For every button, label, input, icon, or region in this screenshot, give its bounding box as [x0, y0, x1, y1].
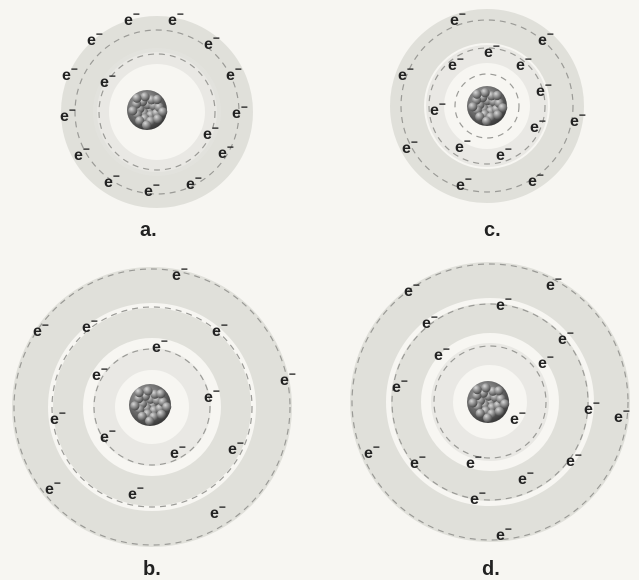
atom-a-nucleus [127, 90, 167, 130]
nucleon [141, 92, 150, 101]
nucleon [135, 388, 144, 397]
nucleon [495, 407, 504, 416]
nucleon [158, 107, 167, 116]
nucleon [483, 413, 492, 422]
nucleon [157, 410, 166, 419]
nucleon [481, 383, 490, 392]
nucleon [482, 117, 491, 126]
atom-c: e− e− e− e− e− e− e− e− e− e− e− e− e− e… [398, 7, 586, 241]
nucleon [472, 90, 481, 99]
nucleon [156, 389, 165, 398]
atom-c-nucleus [467, 86, 507, 126]
atom-b: e− e− e− e− e− e− e− e− e− e− e− e− e− e… [14, 262, 296, 580]
nucleon [498, 103, 507, 112]
nucleon [493, 91, 502, 100]
atom-d-nucleus [467, 381, 509, 423]
nucleon [130, 401, 139, 410]
atom-b-nucleus [129, 384, 171, 426]
nucleon [142, 121, 151, 130]
nucleon [132, 94, 141, 103]
nucleon [153, 95, 162, 104]
nucleon [481, 88, 490, 97]
atom-d: e− e− e− e− e− e− e− e− e− e− e− e− e− e… [352, 264, 630, 580]
nucleon [468, 398, 477, 407]
atom-d-label: d. [482, 558, 500, 580]
nucleon [494, 386, 503, 395]
atom-a: e− e− e− e− e− e− e− e− e− e− e− e− e− e… [60, 7, 248, 241]
atom-c-label: c. [484, 219, 501, 241]
electron: e− [558, 326, 574, 348]
nucleon [143, 386, 152, 395]
nucleon [468, 102, 477, 111]
nucleon [473, 385, 482, 394]
nucleon [500, 399, 509, 408]
atom-b-label: b. [143, 558, 161, 580]
nucleon [162, 402, 171, 411]
nucleon [128, 106, 137, 115]
atom-a-label: a. [140, 219, 157, 241]
nucleon [145, 416, 154, 425]
